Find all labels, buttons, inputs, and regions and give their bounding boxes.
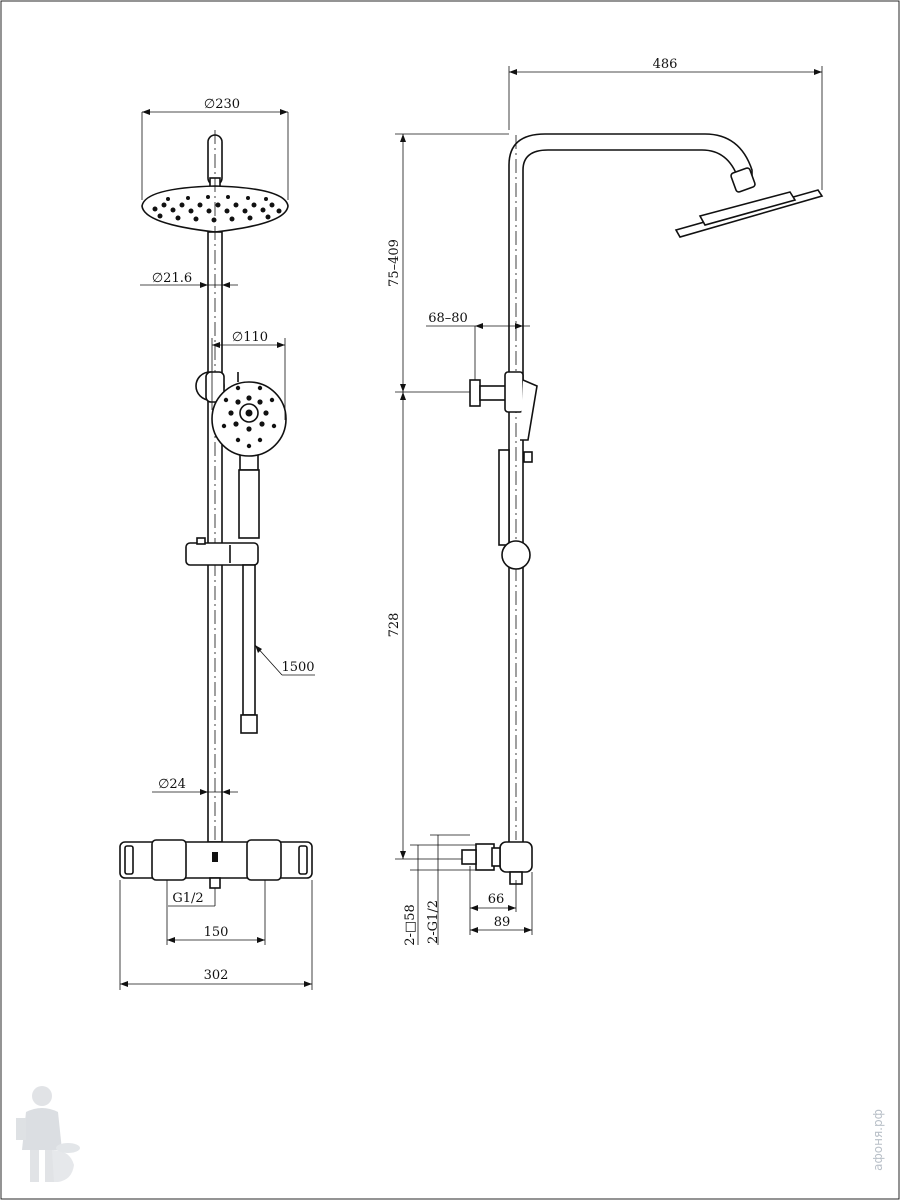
dim-inlet-spacing: 150 — [204, 925, 229, 940]
dim-lower-pipe-diameter: ∅24 — [158, 777, 186, 792]
side-hand-shower — [520, 379, 538, 441]
wall-flange-upper — [469, 379, 481, 407]
dim-mixer-width: 302 — [204, 968, 229, 983]
outlet-nipple — [209, 877, 221, 889]
dim-depth-outer: 89 — [494, 915, 511, 930]
upper-bracket — [205, 371, 225, 403]
dim-bracket-offset: 68–80 — [428, 311, 468, 326]
dim-arm-reach: 486 — [653, 57, 678, 72]
hand-shower-nozzles — [221, 385, 277, 449]
dim-inlet-thread: G1/2 — [172, 891, 203, 906]
side-slide-holder — [501, 540, 531, 570]
dim-lower-height: 728 — [387, 613, 402, 638]
dim-head-diameter: ∅230 — [204, 97, 240, 112]
dim-hand-shower-diameter: ∅110 — [232, 330, 268, 345]
side-hand-handle — [498, 449, 510, 546]
dim-connector-thread: 2-G1/2 — [426, 900, 441, 944]
dim-connector-size: 2-□58 — [403, 904, 418, 946]
slide-holder — [185, 542, 259, 566]
dim-depth-inner: 66 — [488, 892, 505, 907]
plumber-mascot-logo — [16, 1086, 80, 1182]
side-riser-outer — [508, 133, 753, 842]
dim-height-adjust: 75–409 — [387, 239, 402, 287]
hose-end — [240, 714, 258, 734]
front-view: ∅230 ∅21.6 ∅110 1500 ∅24 G1/2 150 — [119, 97, 315, 990]
side-upper-bracket — [504, 371, 524, 413]
dim-hose-length: 1500 — [281, 660, 314, 675]
side-mixer-body — [499, 841, 533, 873]
ball-joint — [730, 167, 756, 193]
side-view: 486 75–409 728 68–80 2-□58 2-G1/2 66 89 — [387, 57, 824, 946]
shower-hose — [242, 564, 256, 716]
side-riser-inner — [522, 149, 739, 842]
hand-shower-handle — [238, 469, 260, 539]
watermark-text: афоня.рф — [871, 1109, 885, 1171]
dim-pipe-diameter: ∅21.6 — [152, 271, 192, 286]
